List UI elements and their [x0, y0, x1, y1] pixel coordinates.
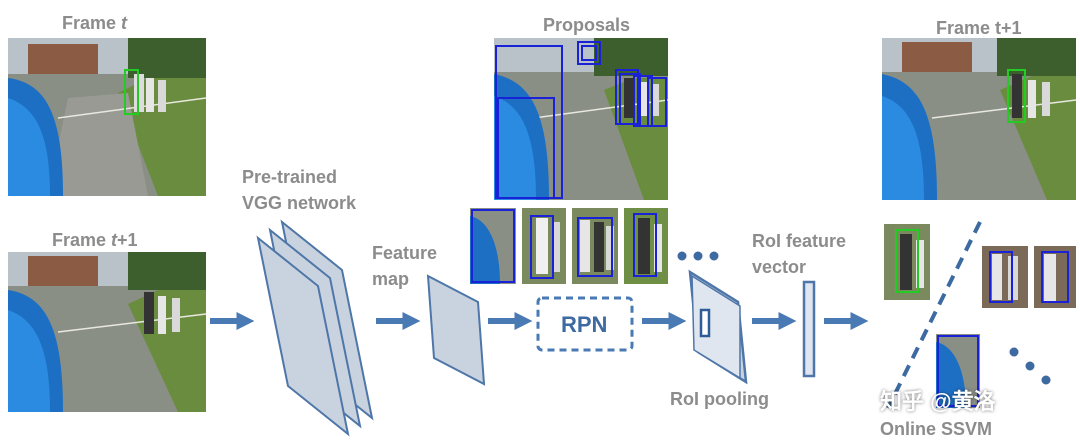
ssvm-ellipsis: [1009, 347, 1051, 385]
roi-pooling-block: [688, 269, 748, 385]
feature-map-label: Feature map: [372, 243, 438, 289]
proposal-crop-4: [624, 208, 668, 284]
proposal-crop-2: [522, 208, 566, 284]
road-scene-proposals: [494, 38, 668, 200]
roi-feature-vector: [802, 280, 816, 378]
pretrained-vgg-label: Pre-trained VGG network: [242, 167, 357, 213]
ssvm-negative-crop-3: [936, 334, 980, 408]
ssvm-positive-crop: [884, 224, 930, 300]
ssvm-negative-crop-1: [982, 246, 1028, 308]
road-scene-frame-t: [8, 38, 206, 196]
road-scene-frame-t1: [8, 252, 206, 412]
frame-t-var: t: [121, 13, 128, 33]
feature-map-sheet: [426, 274, 486, 386]
proposal-crop-1: [470, 208, 516, 284]
online-ssvm-label: Online SSVM: [880, 419, 993, 439]
vgg-network-sheets: [256, 219, 374, 437]
watermark: 知乎 @黄洛: [880, 389, 996, 414]
crops-ellipsis: [677, 251, 719, 261]
ssvm-separator-line: [886, 221, 982, 409]
proposal-crop-3: [572, 208, 618, 284]
rpn-box: [536, 296, 634, 352]
frame-t1-right-image: [882, 38, 1076, 200]
proposals-image: [494, 38, 668, 200]
frame-t-label: Frame t: [62, 13, 128, 33]
roi-pooling-label: RoI pooling: [670, 389, 769, 409]
rpn-label: RPN: [561, 312, 608, 337]
road-scene-frame-t1-right: [882, 38, 1076, 200]
frame-t1-right-label: Frame t+1: [936, 18, 1022, 38]
frame-t1-left-image: [8, 252, 206, 412]
frame-t1-left-label: Frame t+1: [52, 230, 138, 250]
ssvm-negative-crop-2: [1034, 246, 1076, 308]
frame-t-image: [8, 38, 206, 196]
proposals-label: Proposals: [543, 15, 631, 35]
frame-t1-var: t: [111, 230, 118, 250]
roi-feature-vector-label: RoI feature vector: [752, 231, 847, 277]
